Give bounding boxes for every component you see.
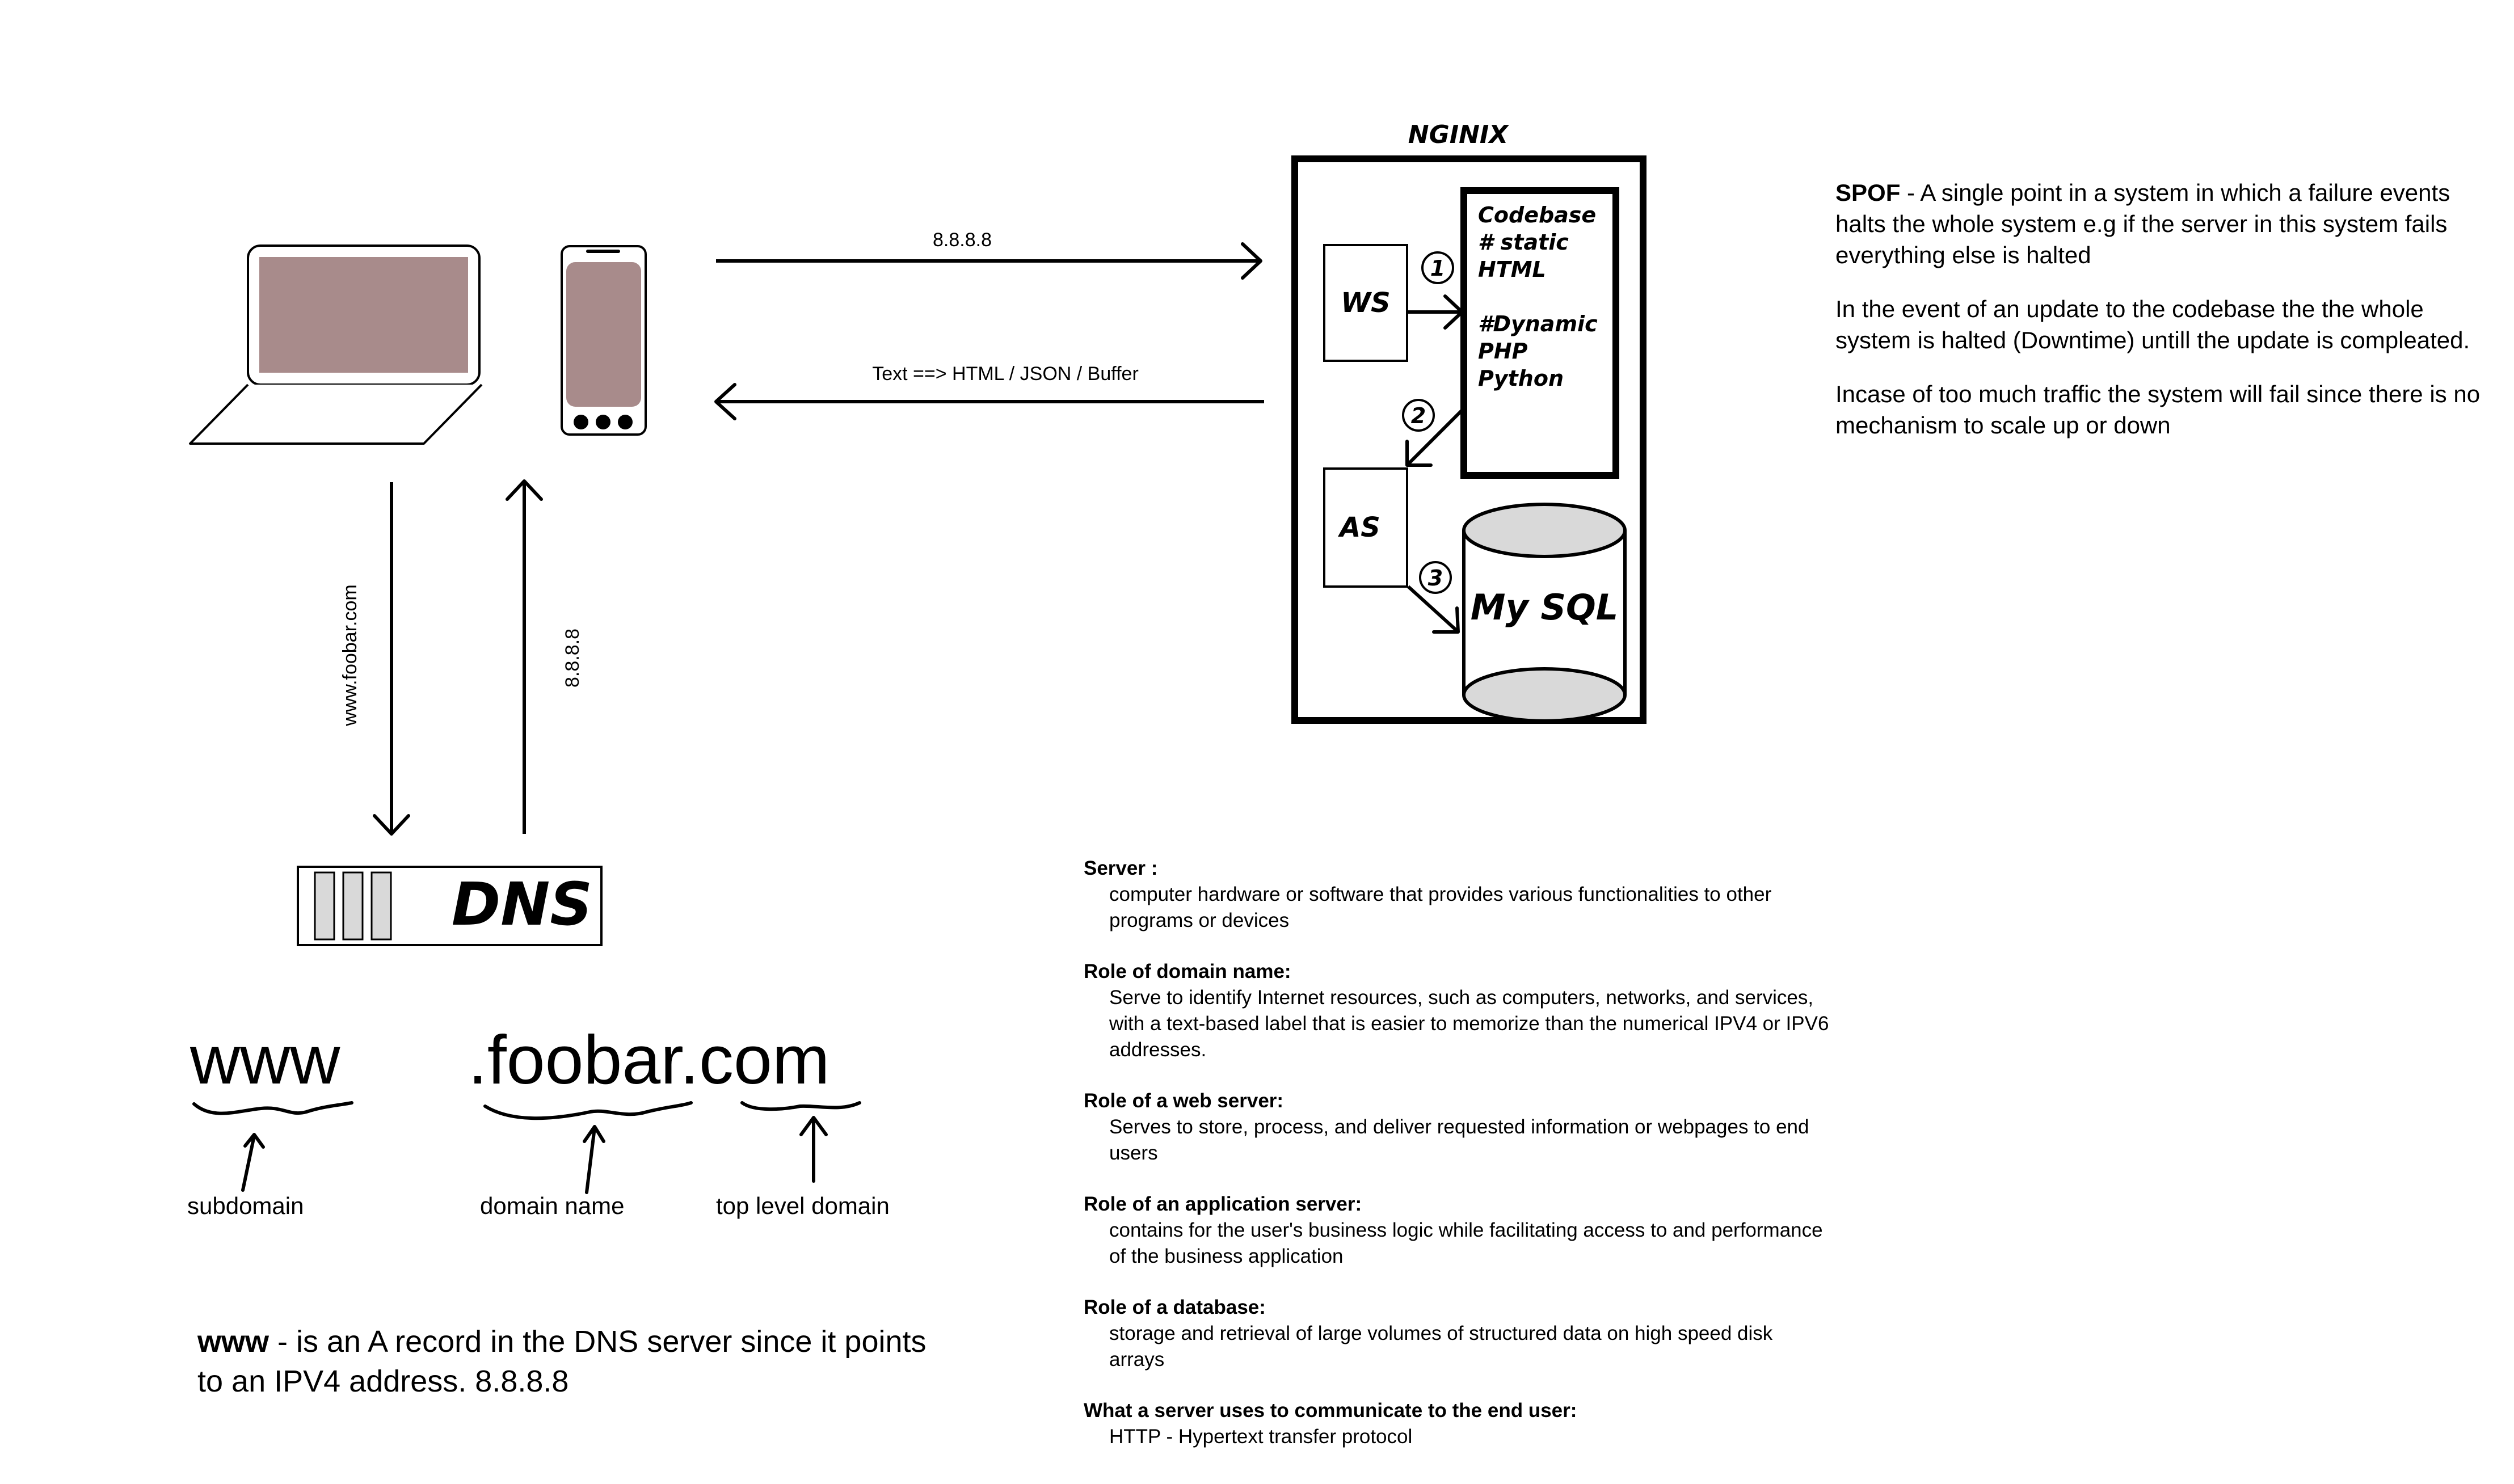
step-3-badge xyxy=(1419,561,1452,594)
dns-query-arrow xyxy=(373,482,410,836)
spof-notes: SPOF - A single point in a system in whi… xyxy=(1835,177,2488,463)
codebase-box xyxy=(1460,187,1619,479)
step-2-arrow xyxy=(1405,408,1464,467)
step-2-badge xyxy=(1402,399,1435,432)
subdomain-brace xyxy=(192,1101,353,1115)
update-paragraph: In the event of an update to the codebas… xyxy=(1835,296,2470,353)
phone-screen xyxy=(566,262,641,407)
definition-text: Serves to store, process, and deliver re… xyxy=(1109,1116,1809,1164)
codebase-line: HTML xyxy=(1478,257,1546,282)
definition-text: contains for the user's business logic w… xyxy=(1109,1219,1823,1267)
definition-title: Role of a database: xyxy=(1084,1296,1266,1318)
definition-title: What a server uses to communicate to the… xyxy=(1084,1399,1577,1422)
spof-text: - A single point in a system in which a … xyxy=(1835,179,2450,268)
web-server-box xyxy=(1323,244,1408,362)
definition-text: computer hardware or software that provi… xyxy=(1109,883,1772,931)
definition-title: Role of domain name: xyxy=(1084,960,1291,983)
domain-name-label: domain name xyxy=(480,1192,624,1219)
subdomain-pointer xyxy=(241,1133,265,1192)
step-1-number: 1 xyxy=(1430,256,1445,281)
codebase-line: # static xyxy=(1478,230,1569,255)
codebase-line: #Dynamic xyxy=(1478,311,1598,336)
traffic-paragraph: Incase of too much traffic the system wi… xyxy=(1835,381,2481,439)
phone-icon xyxy=(561,245,647,436)
subdomain-label: subdomain xyxy=(187,1192,304,1219)
definition-text: HTTP - Hypertext transfer protocol xyxy=(1109,1426,1413,1448)
laptop-icon xyxy=(189,244,483,445)
dns-label: DNS xyxy=(452,870,592,939)
step-1-badge xyxy=(1421,251,1454,284)
domain-brace xyxy=(483,1101,693,1120)
app-server-box xyxy=(1323,467,1408,588)
dns-server-icon xyxy=(297,866,603,946)
response-format-label: Text ==> HTML / JSON / Buffer xyxy=(872,363,1139,385)
definition-item: Role of an application server: contains … xyxy=(1084,1191,1833,1270)
definition-item: What a server uses to communicate to the… xyxy=(1084,1398,1833,1450)
definition-item: Role of domain name: Serve to identify I… xyxy=(1084,959,1833,1063)
definitions-list: Server : computer hardware or software t… xyxy=(1084,855,1833,1475)
dns-reply-arrow xyxy=(506,479,543,834)
response-arrow xyxy=(714,383,1264,420)
step-2-number: 2 xyxy=(1411,403,1426,428)
definition-text: storage and retrieval of large volumes o… xyxy=(1109,1322,1773,1371)
www-term: www xyxy=(197,1325,269,1359)
database-icon xyxy=(1462,503,1627,723)
definition-title: Role of a web server: xyxy=(1084,1090,1284,1112)
domain-text: .foobar.com xyxy=(468,1021,829,1098)
dns-query-label: www.foobar.com xyxy=(339,584,361,726)
codebase-line: PHP xyxy=(1478,339,1528,364)
dns-reply-label: 8.8.8.8 xyxy=(562,629,583,688)
subdomain-text: www xyxy=(190,1021,340,1098)
nginix-title: NGINIX xyxy=(1408,120,1510,149)
request-arrow xyxy=(716,242,1262,280)
spof-paragraph: SPOF - A single point in a system in whi… xyxy=(1835,177,2488,271)
definition-text: Serve to identify Internet resources, su… xyxy=(1109,986,1829,1061)
definition-item: Server : computer hardware or software t… xyxy=(1084,855,1833,934)
tld-pointer xyxy=(799,1116,828,1183)
step-1-arrow xyxy=(1408,294,1464,330)
domain-pointer xyxy=(583,1125,605,1194)
database-label: My SQL xyxy=(1471,587,1619,628)
codebase-line: Python xyxy=(1478,366,1564,391)
definition-item: Role of a database: storage and retrieva… xyxy=(1084,1295,1833,1373)
step-3-number: 3 xyxy=(1428,566,1443,591)
codebase-line: Codebase xyxy=(1478,203,1596,227)
laptop-screen xyxy=(259,257,468,373)
step-3-arrow xyxy=(1407,585,1460,634)
definition-item: Role of a web server: Serves to store, p… xyxy=(1084,1088,1833,1166)
nginix-server-box xyxy=(1291,155,1646,724)
as-label: AS xyxy=(1337,512,1380,543)
spof-term: SPOF xyxy=(1835,179,1901,206)
definition-title: Role of an application server: xyxy=(1084,1193,1362,1215)
codebase-text: Codebase # static HTML #Dynamic PHP Pyth… xyxy=(1478,203,1605,391)
ws-label: WS xyxy=(1341,287,1391,319)
definition-title: Server : xyxy=(1084,857,1158,879)
www-text: - is an A record in the DNS server since… xyxy=(197,1325,927,1398)
tld-label: top level domain xyxy=(716,1192,890,1219)
tld-brace xyxy=(740,1101,861,1111)
request-ip-label: 8.8.8.8 xyxy=(933,229,992,251)
www-record-note: www - is an A record in the DNS server s… xyxy=(197,1322,935,1401)
